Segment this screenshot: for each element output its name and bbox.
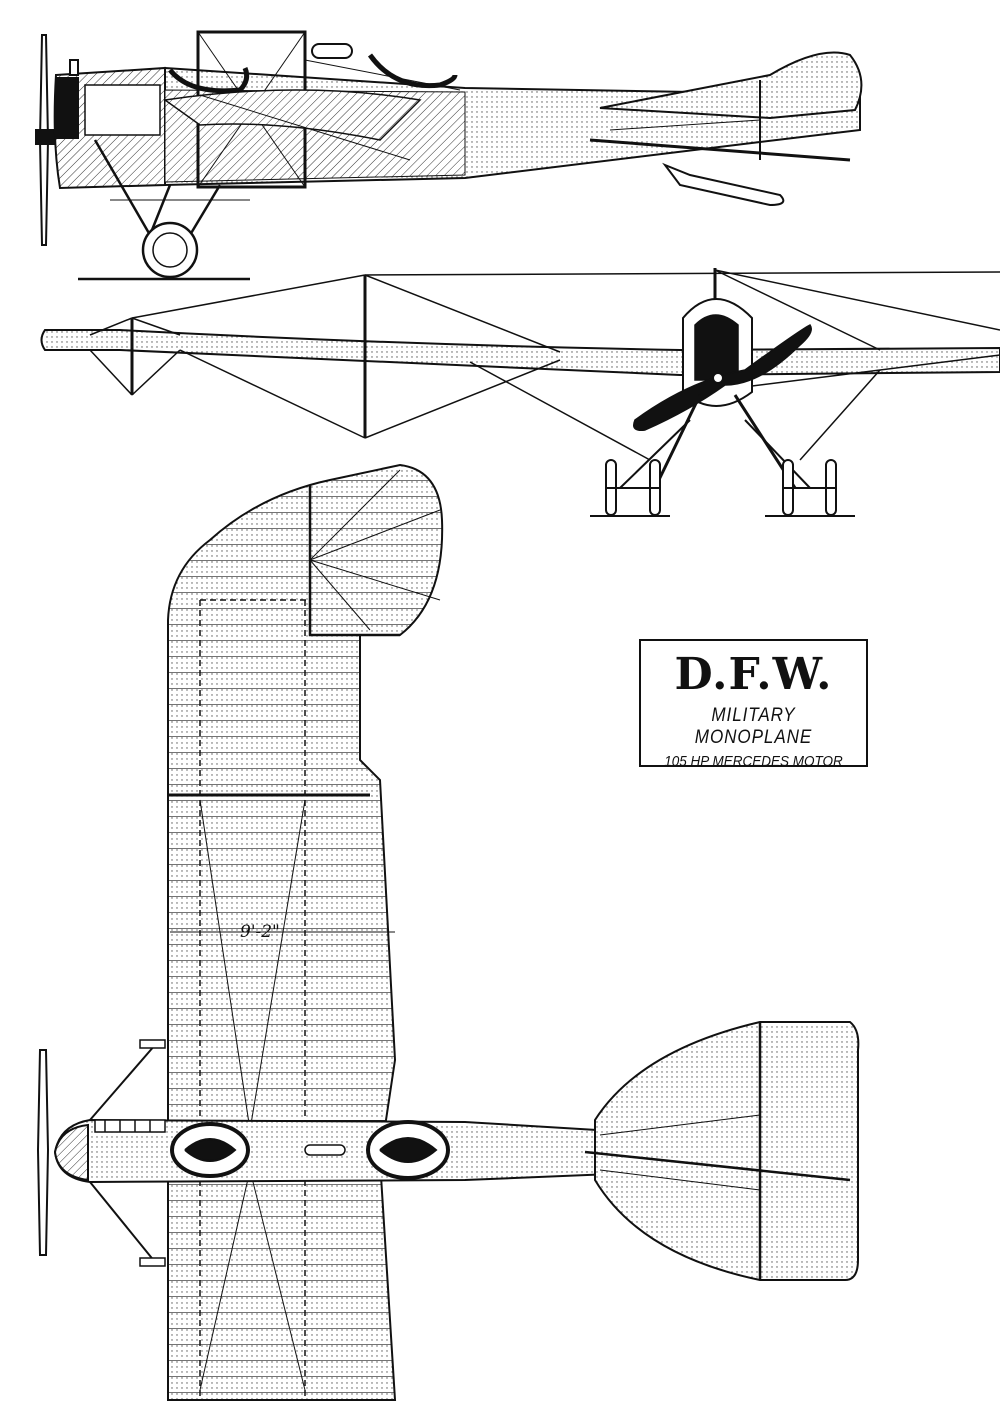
aircraft-type: MILITARY MONOPLANE (694, 705, 813, 748)
wheel-side (141, 221, 199, 279)
rudder-side (599, 51, 863, 120)
plan-view (36, 463, 860, 1401)
side-view (35, 30, 863, 281)
title-block: D.F.W. MILITARY MONOPLANE 105 HP MERCEDE… (639, 639, 868, 770)
tailplane-plan (594, 1021, 860, 1281)
front-view (40, 268, 1000, 517)
dimension-label: 9'-2" (240, 922, 280, 942)
engine-spec: 105 HP MERCEDES MOTOR (664, 753, 843, 770)
propeller-plan (36, 1049, 50, 1256)
tail-skid (662, 162, 785, 207)
aircraft-name: D.F.W. (674, 649, 833, 700)
